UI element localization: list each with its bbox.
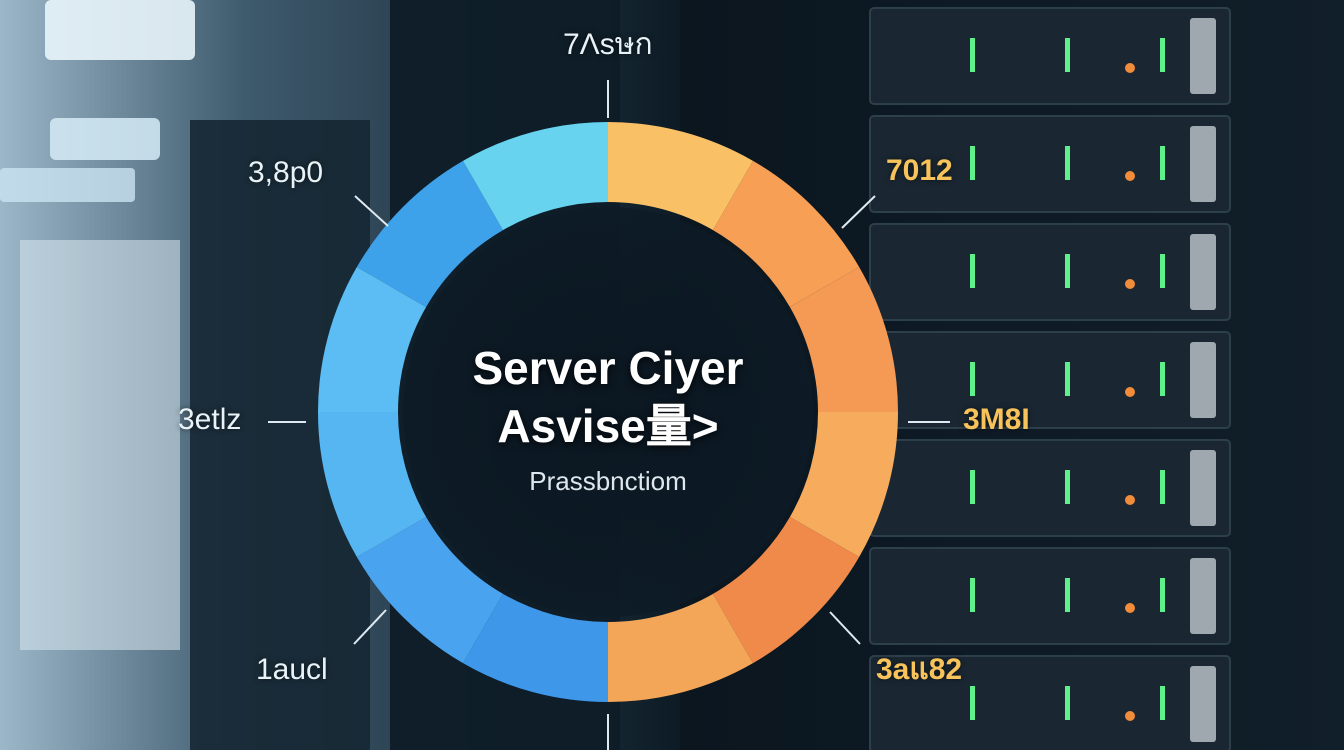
rack-unit: [869, 7, 1231, 105]
rack-led: [1065, 254, 1070, 288]
rack-led: [1065, 38, 1070, 72]
rack-indicator: [1125, 63, 1135, 73]
slice-label-left: 3etlz: [178, 403, 242, 436]
rack-led: [1160, 686, 1165, 720]
corridor-door: [20, 240, 180, 650]
rack-unit: [869, 115, 1231, 213]
rack-handle: [1190, 342, 1216, 418]
slice-label-upper-right: 7012: [886, 154, 953, 187]
rack-indicator: [1125, 711, 1135, 721]
chart-subtitle: Prassbnctiom: [529, 466, 687, 496]
rack-led: [970, 578, 975, 612]
rack-led: [1160, 38, 1165, 72]
rack-led: [970, 470, 975, 504]
donut-slice-0: [608, 122, 753, 231]
slice-label-lower-right: 3aแ82: [876, 653, 963, 686]
ceiling-light: [45, 0, 195, 60]
donut-slice-9: [318, 267, 427, 412]
donut-slice-11: [463, 122, 608, 231]
donut-slice-7: [356, 517, 503, 664]
rack-led: [970, 254, 975, 288]
rack-indicator: [1125, 279, 1135, 289]
rack-led: [970, 686, 975, 720]
rack-led: [970, 146, 975, 180]
donut-center: [403, 207, 813, 617]
rack-indicator: [1125, 495, 1135, 505]
rack-handle: [1190, 450, 1216, 526]
ceiling-light: [50, 118, 160, 160]
rack-unit: [869, 223, 1231, 321]
rack-led: [1065, 470, 1070, 504]
ceiling-light: [0, 168, 135, 202]
rack-led: [970, 38, 975, 72]
slice-label-upper-left: 3,8p0: [248, 156, 324, 189]
rack-indicator: [1125, 171, 1135, 181]
rack-led: [1160, 470, 1165, 504]
rack-led: [1065, 578, 1070, 612]
rack-handle: [1190, 18, 1216, 94]
rack-led: [1065, 362, 1070, 396]
rack-indicator: [1125, 603, 1135, 613]
rack-led: [1065, 686, 1070, 720]
rack-unit: [869, 439, 1231, 537]
chart-title: Server Ciyer: [472, 342, 744, 394]
leader-line: [353, 609, 387, 645]
leader-line: [829, 611, 861, 645]
donut-slice-10: [356, 160, 503, 307]
rack-indicator: [1125, 387, 1135, 397]
rack-led: [1160, 578, 1165, 612]
rack-unit: [869, 655, 1231, 750]
donut-slice-6: [463, 593, 608, 702]
server-rack: [869, 7, 1231, 750]
rack-handle: [1190, 126, 1216, 202]
donut-slice-5: [608, 593, 753, 702]
donut-slice-8: [318, 412, 427, 557]
rack-handle: [1190, 234, 1216, 310]
slice-label-lower-left: 1aucl: [256, 653, 328, 686]
donut-slice-1: [713, 160, 860, 307]
rack-led: [1160, 146, 1165, 180]
rack-handle: [1190, 666, 1216, 742]
donut-chart: [318, 122, 898, 702]
donut-slice-2: [789, 267, 898, 412]
rack-unit: [869, 331, 1231, 429]
donut-slice-4: [713, 517, 860, 664]
rack-led: [1160, 254, 1165, 288]
slice-label-right: 3M8I: [963, 403, 1030, 436]
leader-line: [841, 195, 876, 229]
rack-led: [1160, 362, 1165, 396]
rack-unit: [869, 547, 1231, 645]
slice-label-top: 7Λsษก: [563, 28, 653, 61]
rack-led: [1065, 146, 1070, 180]
chart-title-line2: Asvise量>: [497, 400, 719, 452]
donut-slice-3: [789, 412, 898, 557]
leader-line: [354, 195, 389, 227]
rack-led: [970, 362, 975, 396]
rack-handle: [1190, 558, 1216, 634]
